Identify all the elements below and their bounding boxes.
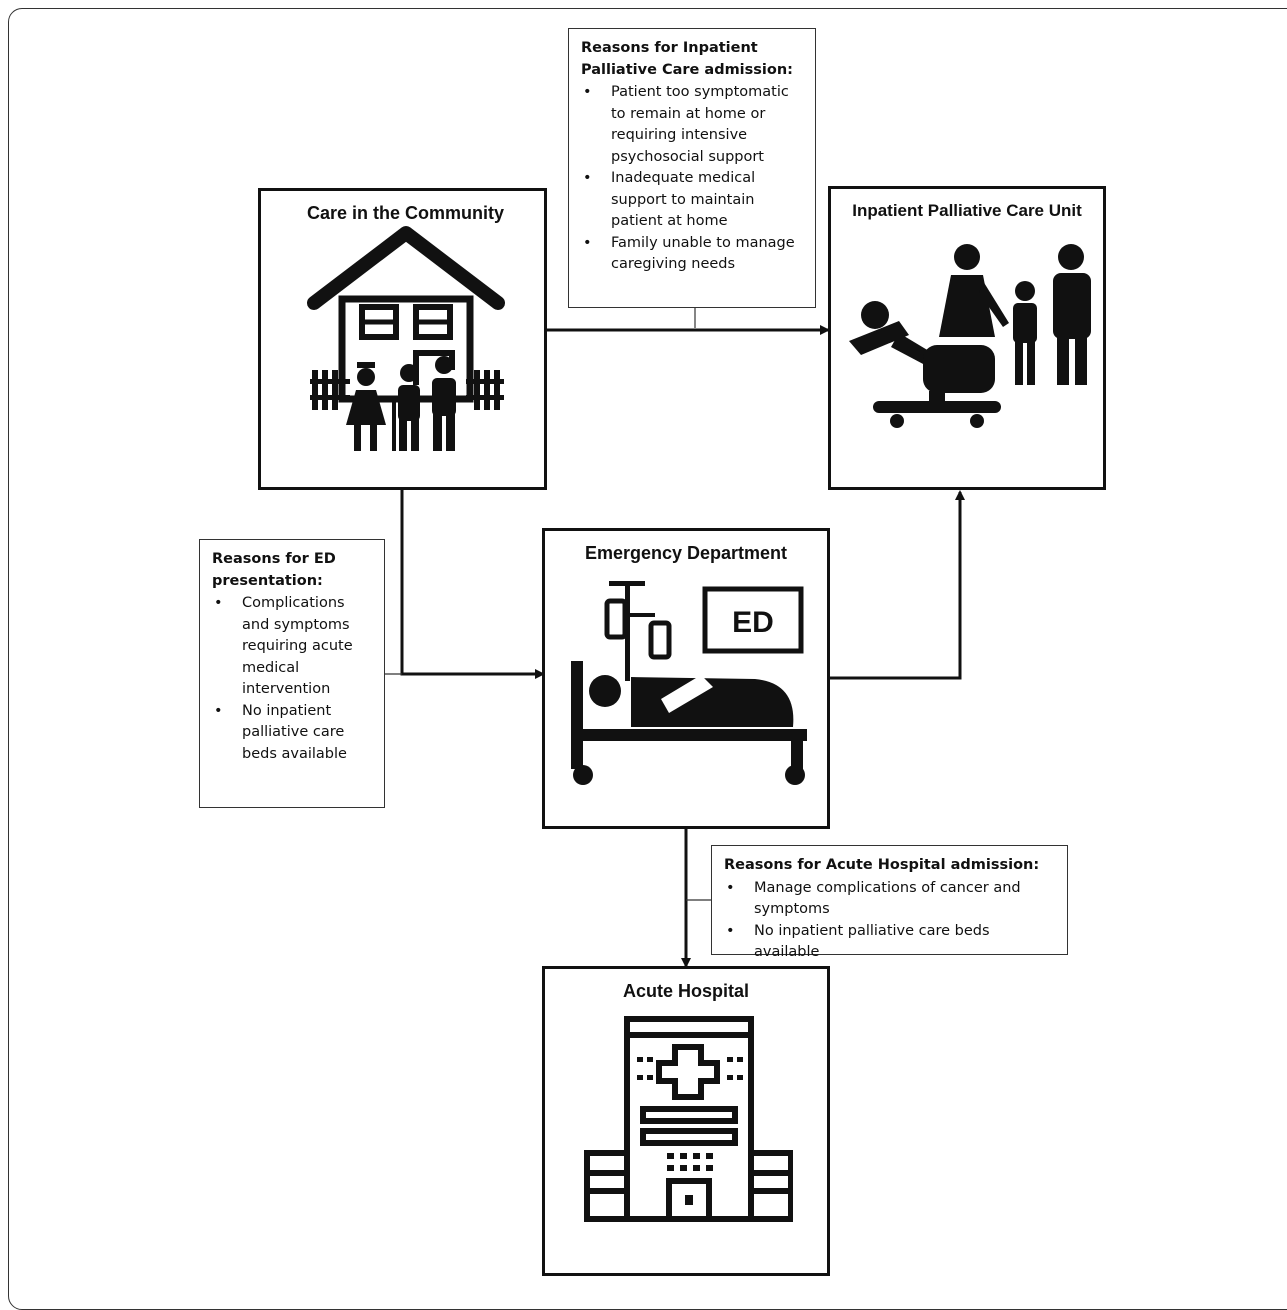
- reason-item: Patient too symptomatic to remain at hom…: [581, 82, 803, 168]
- reason-item: Complications and symptoms requiring acu…: [212, 593, 372, 701]
- hospital-bed-iv-icon: ED: [571, 581, 807, 785]
- node-inpatient-palliative-care-unit: Inpatient Palliative Care Unit: [828, 186, 1106, 490]
- ed-screen-label: ED: [732, 606, 774, 639]
- node-acute-hospital: Acute Hospital: [542, 966, 830, 1276]
- node-title: Inpatient Palliative Care Unit: [852, 201, 1082, 220]
- reasons-ed-list: Complications and symptoms requiring acu…: [212, 593, 372, 765]
- reasons-ed-title: Reasons for ED presentation:: [212, 551, 336, 589]
- arrow-ed-to-palliative: [830, 490, 965, 680]
- reasons-acute-title: Reasons for Acute Hospital admission:: [724, 857, 1040, 873]
- patient-bed-with-family-icon: [849, 244, 1091, 428]
- reason-item: No inpatient palliative care beds availa…: [724, 921, 1055, 964]
- reason-item: Inadequate medical support to maintain p…: [581, 168, 803, 233]
- reasons-inpatient-title: Reasons for Inpatient Palliative Care ad…: [581, 40, 793, 78]
- reasons-ed-box: Reasons for ED presentation: Complicatio…: [199, 539, 385, 808]
- reason-item: No inpatient palliative care beds availa…: [212, 701, 372, 766]
- house-with-caregivers-icon: [307, 226, 505, 451]
- arrow-community-to-ed: [400, 489, 545, 679]
- reasons-inpatient-box: Reasons for Inpatient Palliative Care ad…: [568, 28, 816, 308]
- node-title: Care in the Community: [307, 203, 505, 223]
- node-title: Acute Hospital: [622, 981, 750, 1001]
- reason-item: Manage complications of cancer and sympt…: [724, 878, 1055, 921]
- flow-connectors: [384, 308, 965, 968]
- hospital-building-icon: [584, 1016, 793, 1222]
- node-emergency-department: Emergency Department ED: [542, 528, 830, 829]
- node-title: Emergency Department: [584, 543, 788, 563]
- reasons-acute-list: Manage complications of cancer and sympt…: [724, 878, 1055, 964]
- reason-item: Family unable to manage caregiving needs: [581, 233, 803, 276]
- reasons-acute-box: Reasons for Acute Hospital admission: Ma…: [711, 845, 1068, 960]
- reasons-inpatient-list: Patient too symptomatic to remain at hom…: [581, 82, 803, 276]
- node-care-in-community: Care in the Community: [258, 188, 547, 490]
